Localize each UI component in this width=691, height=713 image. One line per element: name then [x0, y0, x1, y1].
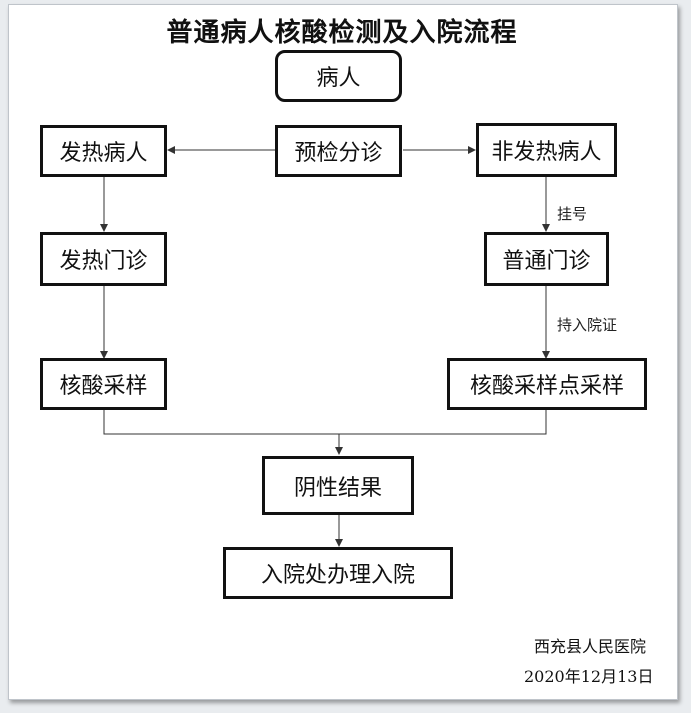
node-non-fever-patient: 非发热病人 [476, 123, 617, 177]
node-patient: 病人 [275, 50, 402, 102]
node-negative-result: 阴性结果 [262, 456, 414, 515]
node-pre-triage: 预检分诊 [275, 125, 402, 177]
footer-organization: 西充县人民医院 [534, 637, 647, 656]
node-general-clinic: 普通门诊 [484, 232, 609, 286]
edge-merge-to-negative [103, 410, 547, 435]
node-admission: 入院处办理入院 [223, 547, 453, 599]
node-sampling-point: 核酸采样点采样 [447, 358, 647, 410]
footer-date: 2020年12月13日 [524, 667, 654, 686]
diagram-title: 普通病人核酸检测及入院流程 [166, 18, 518, 48]
node-fever-patient: 发热病人 [40, 125, 167, 177]
node-fever-clinic: 发热门诊 [40, 232, 167, 286]
edge-label-admission-cert: 持入院证 [557, 316, 618, 334]
node-nucleic-sampling: 核酸采样 [40, 358, 167, 410]
edge-label-register: 挂号 [557, 205, 588, 223]
